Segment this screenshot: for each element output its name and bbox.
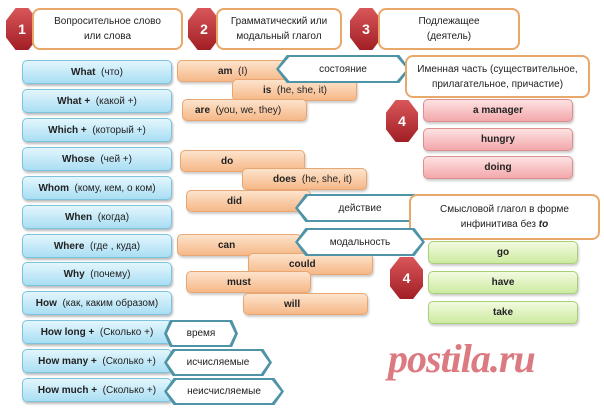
question-word-ru: (кому, кем, о ком) [74, 182, 156, 194]
question-word-ru: (чей +) [100, 153, 132, 165]
tag-state: состояние [276, 55, 410, 83]
nominal-item: hungry [423, 128, 573, 151]
badge-2: 2 [188, 8, 220, 50]
question-word: Where (где , куда) [22, 234, 172, 258]
question-word-en: How many + [38, 355, 97, 367]
question-word-ru: (что) [101, 66, 123, 78]
verb-item: will [243, 293, 368, 315]
infinitive-label: Смысловой глагол в форме инфинитива без … [409, 194, 600, 240]
question-word-en: Where [53, 240, 85, 252]
nominal-item: a manager [423, 99, 573, 122]
verb-item: does (he, she, it) [242, 168, 367, 190]
question-word-ru: (почему) [90, 268, 131, 280]
verb-word: do [221, 155, 234, 167]
nominal-part-label: Именная часть (существительное, прилагат… [405, 55, 590, 98]
verb-item: did [186, 190, 311, 212]
header-question-word: Вопросительное слово или слова [32, 8, 183, 50]
badge-4-infinitive: 4 [390, 257, 423, 299]
question-word-en: How [35, 297, 57, 309]
infinitive-item: go [428, 241, 578, 264]
verb-word: could [289, 258, 316, 270]
question-word-en: Why [63, 268, 85, 280]
verb-word: am [218, 65, 233, 77]
question-word-en: What + [57, 95, 91, 107]
tag-action: действие [295, 194, 425, 222]
question-word: Whose (чей +) [22, 147, 172, 171]
verb-word: is [263, 84, 272, 96]
tag-uncountable: неисчисляемые [164, 378, 284, 405]
question-word-en: Whom [38, 182, 69, 194]
question-word-ru: (Сколько +) [99, 326, 154, 338]
question-word-en: When [64, 211, 93, 223]
question-word: How much + (Сколько +) [22, 378, 172, 402]
verb-word: will [284, 298, 301, 310]
verb-word: does [273, 173, 297, 185]
question-word-en: Which + [48, 124, 87, 136]
question-word: What (что) [22, 60, 172, 84]
question-word-en: How much + [37, 384, 98, 396]
question-word: How (как, каким образом) [22, 291, 172, 315]
badge-4-nominal: 4 [386, 100, 418, 142]
question-word: What + (какой +) [22, 89, 172, 113]
question-word-en: Whose [62, 153, 95, 165]
tag-modality: модальность [295, 228, 425, 256]
question-word: Whom (кому, кем, о ком) [22, 176, 172, 200]
question-word: When (когда) [22, 205, 172, 229]
question-word-en: How long + [40, 326, 95, 338]
verb-subject: (you, we, they) [215, 104, 282, 116]
infinitive-item: take [428, 301, 578, 324]
verb-word: did [227, 195, 242, 207]
verb-word: are [195, 104, 211, 116]
header-verb: Грамматический или модальный глагол [216, 8, 342, 50]
question-word-ru: (как, каким образом) [62, 297, 159, 309]
question-word-ru: (где , куда) [89, 240, 141, 252]
tag-time: время [164, 320, 238, 347]
infinitive-item: have [428, 271, 578, 294]
question-word-ru: (какой +) [95, 95, 137, 107]
question-word: How many + (Сколько +) [22, 349, 172, 373]
nominal-item: doing [423, 156, 573, 179]
verb-item: are (you, we, they) [182, 99, 307, 121]
badge-3: 3 [350, 8, 382, 50]
verb-subject: (he, she, it) [301, 173, 352, 185]
question-word-en: What [71, 66, 96, 78]
verb-item: must [186, 271, 311, 293]
verb-word: can [218, 239, 236, 251]
question-word-ru: (Сколько +) [102, 384, 157, 396]
header-subject: Подлежащее (деятель) [378, 8, 520, 50]
verb-subject: (he, she, it) [276, 84, 327, 96]
question-word-ru: (когда) [97, 211, 130, 223]
question-word: Why (почему) [22, 262, 172, 286]
question-word: Which + (который +) [22, 118, 172, 142]
question-word-ru: (Сколько +) [102, 355, 156, 367]
question-word: How long + (Сколько +) [22, 320, 172, 344]
question-word-ru: (который +) [92, 124, 146, 136]
verb-subject: (I) [238, 65, 248, 77]
watermark-logo: postila.ru [388, 336, 536, 381]
tag-countable: исчисляемые [164, 349, 272, 376]
verb-word: must [227, 276, 251, 288]
